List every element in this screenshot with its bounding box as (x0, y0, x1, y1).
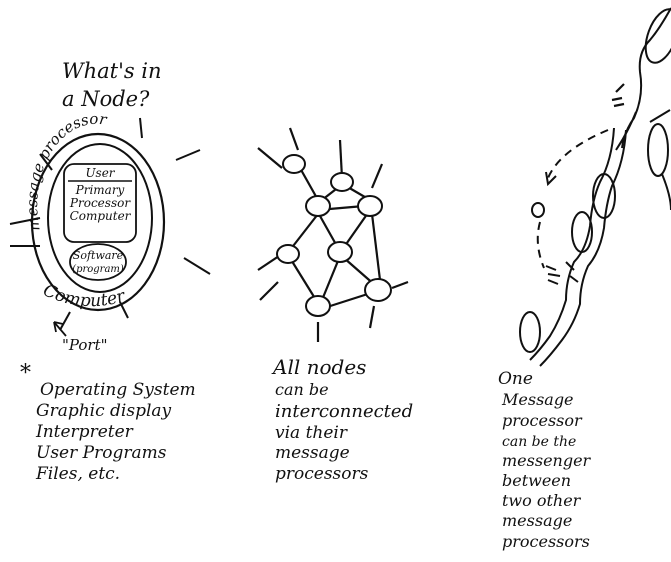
list-line-3: Interpreter (35, 422, 134, 442)
caption-line-4: can be the (502, 434, 576, 450)
caption-line-3: interconnected (275, 401, 413, 422)
user-label: User (85, 166, 115, 180)
port-label: "Port" (62, 336, 108, 354)
messenger-dashed-path-top (548, 130, 608, 178)
caption-line-6: between (502, 471, 571, 490)
message-packet (532, 203, 544, 217)
caption-line-5: messenger (502, 451, 592, 470)
panel-node-anatomy: What's in a Node? message processor User… (10, 59, 210, 484)
program-label: (program) (72, 264, 124, 275)
panel-network: All nodes can be interconnected via thei… (258, 128, 413, 484)
caption-line-2: can be (275, 380, 329, 399)
list-line-4: User Programs (36, 443, 167, 463)
processor-label: Processor (69, 196, 131, 210)
caption-line-9: processors (502, 532, 590, 551)
upper-hand (612, 84, 624, 106)
asterisk-mark: * (20, 361, 31, 386)
caption-line-2: Message (501, 390, 574, 409)
list-line-2: Graphic display (36, 401, 172, 421)
list-line-1: Operating System (40, 380, 196, 400)
computer-inner-label: Computer (70, 209, 132, 223)
panel-messenger: One Message processor can be the messeng… (498, 5, 671, 551)
title-line-1: What's in (62, 59, 162, 83)
list-line-5: Files, etc. (35, 464, 120, 484)
caption-line-1: All nodes (271, 355, 366, 379)
software-label: Software (73, 249, 124, 262)
strand-beads (520, 124, 668, 352)
computer-bottom-label: Computer (40, 280, 128, 311)
caption-line-5: message (275, 443, 350, 463)
caption-line-3: processor (502, 411, 583, 430)
caption-line-1: One (498, 369, 533, 389)
caption-line-4: via their (275, 423, 348, 443)
messenger-dashed-path-bottom (538, 222, 544, 268)
primary-label: Primary (75, 183, 125, 197)
title-line-2: a Node? (62, 87, 150, 111)
caption-line-6: processors (275, 464, 369, 484)
network-links (258, 128, 408, 342)
caption-line-8: message (502, 511, 572, 530)
caption-line-7: two other (502, 491, 582, 510)
